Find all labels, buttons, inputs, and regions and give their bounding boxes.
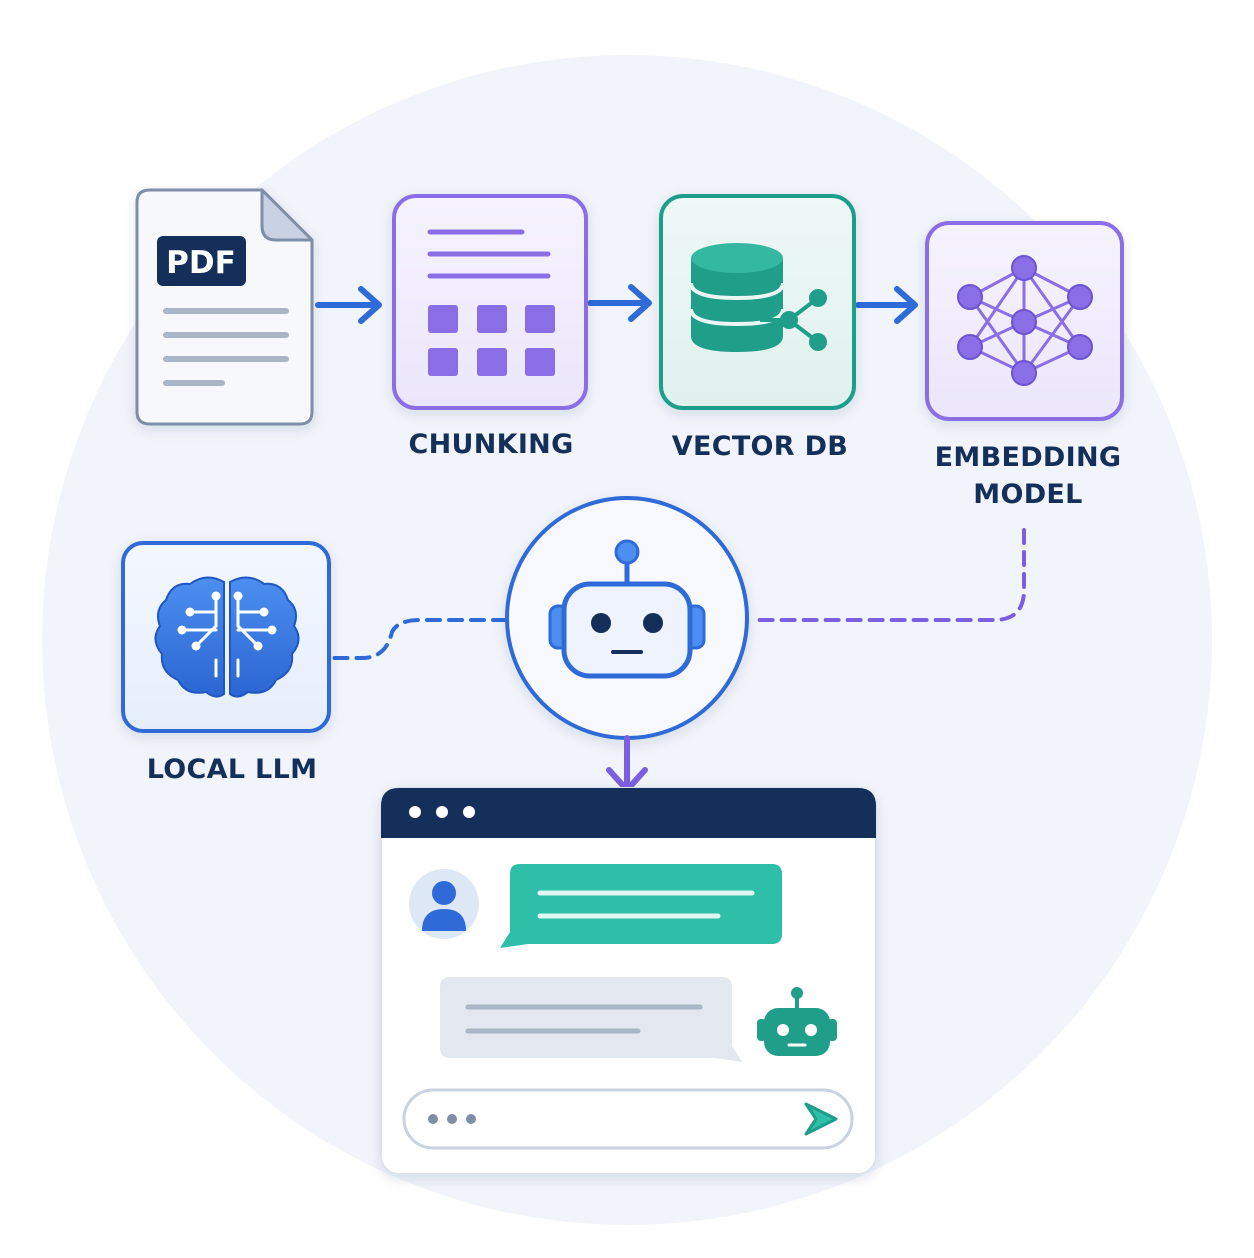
bot-message-bubble: [440, 977, 742, 1062]
chat-bot-icon: [757, 987, 837, 1056]
pdf-text-lines: [163, 308, 289, 386]
database-icon: [689, 243, 827, 352]
neural-network-icon: [957, 255, 1093, 386]
arrow-chunking-to-vectordb: [587, 284, 652, 322]
user-message-bubble: [500, 864, 782, 948]
embedding-model-label-line2: MODEL: [973, 479, 1083, 510]
local-llm-label: LOCAL LLM: [146, 754, 318, 785]
connector-embedding-to-robot: [750, 528, 1026, 622]
typing-dots-icon: [428, 1114, 476, 1124]
arrow-pdf-to-chunking: [315, 286, 382, 324]
pdf-badge-text: PDF: [166, 245, 236, 281]
chunking-node: [392, 194, 588, 410]
brain-circuit-icon: [154, 576, 300, 698]
embedding-model-label-line1: EMBEDDING: [934, 442, 1122, 473]
chunking-grid-icon: [427, 229, 555, 376]
robot-icon: [548, 539, 706, 679]
pdf-document-icon: [135, 188, 314, 426]
chat-window-titlebar: [381, 788, 876, 838]
connector-robot-to-llm: [332, 618, 508, 660]
user-avatar-icon: [409, 869, 479, 939]
pdf-badge: PDF: [157, 236, 246, 286]
chunking-label: CHUNKING: [408, 429, 574, 460]
embedding-model-label: EMBEDDING MODEL: [900, 439, 1156, 513]
send-icon[interactable]: [804, 1102, 838, 1136]
arrow-vectordb-to-embedding: [855, 286, 918, 324]
window-controls: [409, 806, 475, 818]
vector-db-label: VECTOR DB: [671, 431, 849, 462]
chat-input-field[interactable]: [402, 1088, 854, 1150]
